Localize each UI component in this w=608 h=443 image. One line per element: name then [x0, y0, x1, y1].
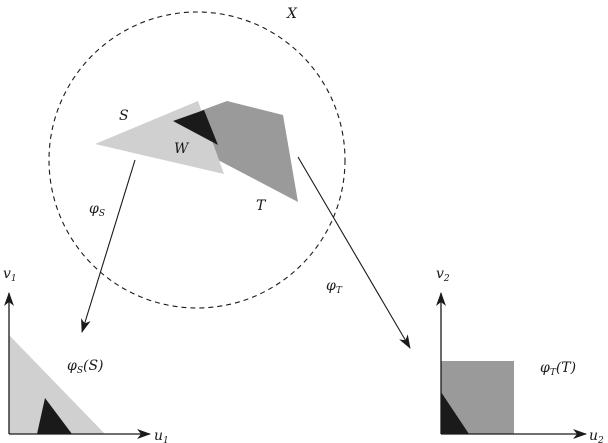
space-x-boundary: [48, 11, 346, 309]
set-s-label: S: [119, 108, 129, 124]
image-t-intersection-region: [441, 392, 469, 434]
set-t-label: T: [256, 198, 267, 214]
intersection-w-region: [173, 110, 218, 145]
image-t-label: φT(T): [540, 360, 576, 378]
map-s-label: φS: [89, 201, 105, 219]
map-s-arrow: [81, 159, 136, 333]
image-s-intersection-region: [37, 398, 72, 434]
axis-v2-label: v2: [436, 266, 450, 284]
intersection-label: W: [174, 141, 190, 157]
axis-v1-label: v1: [3, 266, 17, 284]
image-s-region: [9, 335, 105, 434]
image-s-label: φS(S): [67, 358, 104, 376]
space-label: X: [286, 6, 298, 22]
map-t-label: φT: [326, 278, 343, 296]
map-t-arrow: [297, 156, 411, 349]
axis-u2-label: u2: [589, 428, 604, 443]
axis-u1-label: u1: [154, 428, 169, 443]
